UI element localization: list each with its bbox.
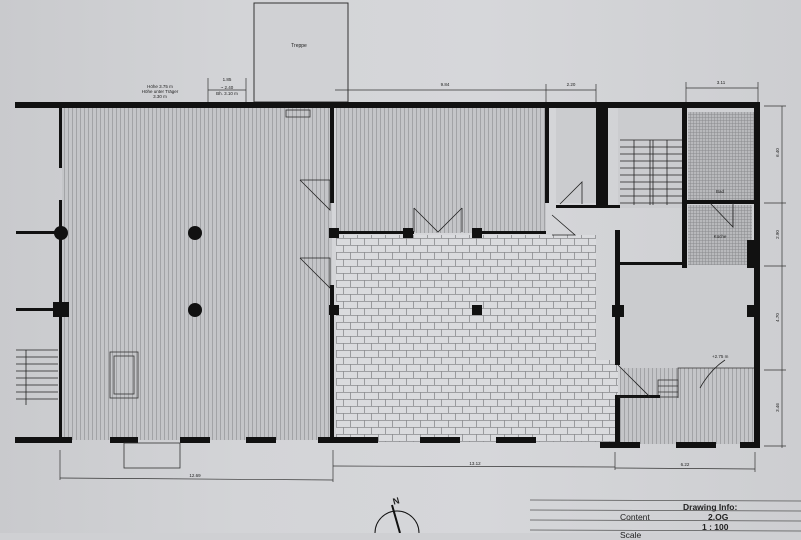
kitchen-label: Küche <box>713 234 727 239</box>
drawing-info-lines <box>529 499 801 532</box>
bath-floor <box>688 112 754 200</box>
content-value: 2.OG <box>708 512 729 522</box>
columns <box>54 226 202 317</box>
dim-right-2: 2.90 <box>774 230 780 239</box>
dim-right-3: 4.70 <box>774 313 780 322</box>
opening-sill: Bh. 3.10 m <box>216 91 238 96</box>
opening-height: ~ 2.40 <box>220 85 234 90</box>
height-note-2: Höhe unter Träger <box>141 89 179 94</box>
north-arrow-icon <box>374 504 420 533</box>
dim-bottom-3: 6.22 <box>680 462 690 467</box>
bath-label: Bad <box>715 189 724 194</box>
dim-bottom-2: 13.12 <box>469 461 481 466</box>
door-swings <box>299 179 734 398</box>
dim-top-3: 3.11 <box>716 80 726 85</box>
stairwell-stairs <box>620 139 682 205</box>
floor-bottom-right <box>620 368 754 444</box>
external-stair-left <box>16 349 58 405</box>
dim-right-1: 6.40 <box>774 148 780 157</box>
dim-top-1: 9.84 <box>440 82 450 87</box>
floor-tiled-area <box>336 235 596 442</box>
floor-room-top-middle <box>336 108 546 233</box>
scale-value: 1 : 100 <box>702 522 729 532</box>
height-note-3: 3.30 m <box>153 94 167 99</box>
level-mark: +2.75 m <box>712 354 729 359</box>
scale-label: Scale <box>620 530 642 540</box>
dim-top-2: 2.20 <box>566 82 576 87</box>
kitchen-floor <box>688 205 752 265</box>
opening-width: 1.85 <box>222 77 232 82</box>
stair-box-top <box>253 2 349 103</box>
drawing-info-title: Drawing Info: <box>683 502 738 512</box>
floor-hall-left <box>62 108 332 440</box>
dim-bottom-1: 12.69 <box>189 473 201 478</box>
north-label: N <box>391 495 401 507</box>
height-note-1: Höhe 3.75 m <box>147 84 173 89</box>
dim-right-4: 3.46 <box>774 403 780 412</box>
dimension-lines <box>59 78 786 482</box>
stair-label: Treppe <box>291 43 307 49</box>
content-label: Content <box>620 512 650 522</box>
skylight <box>109 351 139 399</box>
